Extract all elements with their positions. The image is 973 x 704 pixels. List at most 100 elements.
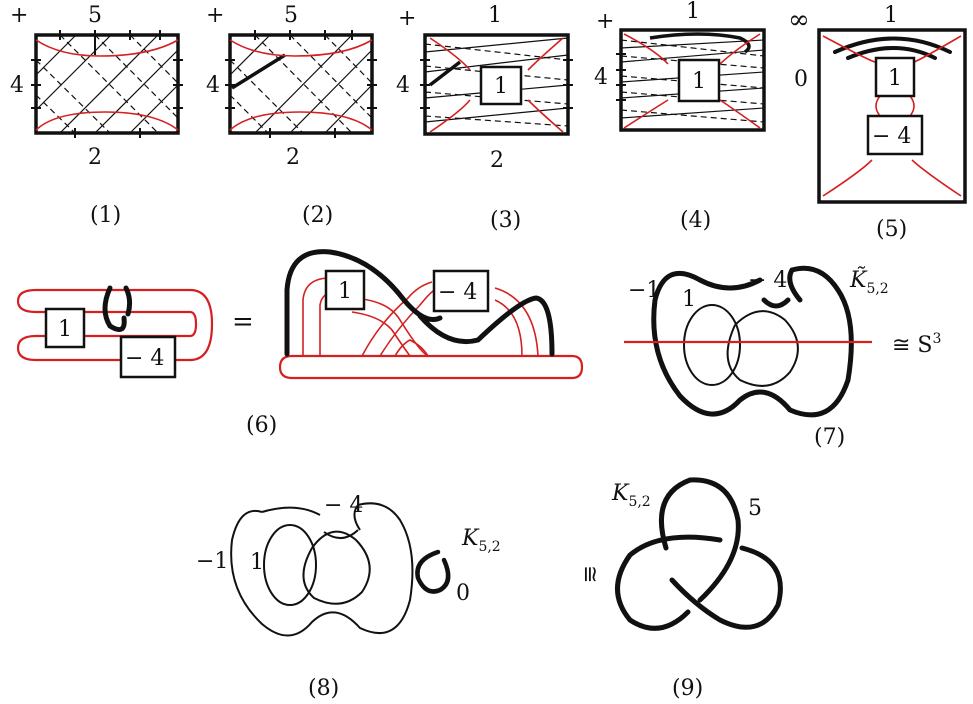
caption: (8) bbox=[308, 676, 339, 701]
caption: (5) bbox=[876, 217, 907, 242]
twist-box-a-label: 1 bbox=[58, 317, 72, 342]
bottom-label: 2 bbox=[88, 145, 102, 170]
left-label: 4 bbox=[206, 73, 220, 98]
panel-5: ∞ 1 0 1 − 4 (5) bbox=[788, 3, 967, 242]
unknot-1 bbox=[263, 524, 317, 606]
panel-8: −1 1 − 4 K5,2 0 (8) bbox=[196, 493, 501, 701]
twist-box-c bbox=[324, 269, 366, 311]
knot-letter: K bbox=[461, 526, 480, 551]
thick-strand-2 bbox=[417, 295, 555, 357]
knot-label: K5,2 bbox=[461, 526, 501, 555]
caption: (7) bbox=[814, 425, 845, 450]
bottom-label: 2 bbox=[286, 145, 300, 170]
red-curve-tr bbox=[527, 37, 564, 71]
knot-label: K̃5,2 bbox=[849, 267, 889, 297]
top-label: 1 bbox=[686, 0, 700, 24]
knot-label: K5,2 bbox=[611, 481, 651, 510]
red-arc-4 bbox=[494, 287, 539, 357]
thick-knot-top bbox=[697, 277, 763, 291]
left-diagram: 1 − 4 bbox=[16, 285, 214, 379]
caption: (3) bbox=[490, 208, 521, 233]
top-label: 5 bbox=[88, 3, 102, 28]
twist-box-d bbox=[432, 269, 490, 313]
caption: (6) bbox=[246, 413, 277, 438]
red-cross-3 bbox=[379, 287, 439, 357]
top-label: 5 bbox=[284, 3, 298, 28]
thick-arc bbox=[428, 60, 462, 87]
top-label: 1 bbox=[488, 3, 502, 28]
red-base-band bbox=[278, 354, 584, 380]
red-curve-bl bbox=[822, 159, 873, 197]
twist-box-d-label: − 4 bbox=[438, 280, 477, 305]
left-label: 4 bbox=[594, 65, 608, 90]
left-label: 4 bbox=[10, 73, 24, 98]
top-label: 1 bbox=[884, 3, 898, 28]
red-curve-br bbox=[719, 99, 761, 129]
twist-box-bottom-label: − 4 bbox=[872, 124, 911, 149]
sign-label: ∞ bbox=[788, 5, 810, 35]
twist-box-a bbox=[44, 307, 86, 349]
framing-label-b: 1 bbox=[250, 550, 264, 575]
panel-3: + 1 4 2 1 (3) bbox=[396, 3, 573, 233]
red-curve-tl bbox=[822, 35, 876, 63]
red-curve-tr bbox=[719, 33, 761, 65]
unknot-2 bbox=[302, 530, 371, 605]
twist-box-bottom bbox=[866, 114, 924, 156]
knot-outer bbox=[230, 502, 414, 637]
knot-letter: K̃ bbox=[849, 267, 868, 293]
framing-label-a: −1 bbox=[196, 549, 228, 574]
unknot-2 bbox=[726, 310, 799, 387]
twist-box-c-label: 1 bbox=[338, 279, 352, 304]
bottom-label: 2 bbox=[490, 148, 504, 173]
panel-9: ≅ K5,2 5 (9) bbox=[577, 477, 783, 701]
thick-strand bbox=[102, 285, 127, 333]
panel-6: 1 − 4 = 1 − 4 (6) bbox=[16, 249, 584, 438]
boundary-ticks bbox=[420, 59, 573, 109]
iso-superscript: 3 bbox=[933, 331, 942, 347]
panel-4: + 1 4 1 (4) bbox=[594, 0, 766, 233]
caption: (9) bbox=[672, 676, 703, 701]
thick-knot bbox=[651, 265, 854, 418]
red-curve-bl bbox=[623, 99, 669, 129]
red-cross-1 bbox=[351, 297, 429, 357]
caption: (4) bbox=[680, 208, 711, 233]
thick-arc bbox=[649, 32, 751, 54]
sign-label: + bbox=[206, 3, 224, 28]
panel-2: + 5 4 2 (2) bbox=[206, 3, 377, 228]
thick-knot-dip bbox=[761, 297, 791, 309]
red-cross-2 bbox=[351, 311, 411, 357]
red-curve-bottom bbox=[35, 111, 179, 131]
red-cross-4 bbox=[361, 281, 433, 357]
thick-strand-2 bbox=[123, 285, 133, 317]
unknot-1 bbox=[683, 304, 741, 386]
boundary-ticks bbox=[225, 30, 377, 138]
thick-arc bbox=[231, 53, 286, 90]
twist-box-top bbox=[874, 56, 916, 98]
caption: (2) bbox=[302, 203, 333, 228]
red-curve-tl bbox=[429, 37, 471, 71]
hatch-lines bbox=[35, 34, 179, 134]
sign-label: + bbox=[10, 3, 28, 28]
twist-box-b bbox=[119, 335, 177, 379]
iso-symbol: ≅ bbox=[577, 565, 602, 583]
panel-7: −1 1 − 4 K̃5,2 ≅ S3 (7) bbox=[624, 265, 941, 450]
red-curve-bl bbox=[429, 99, 471, 133]
framing-label-five: 5 bbox=[748, 496, 762, 521]
caption: (1) bbox=[90, 203, 121, 228]
red-curve-br bbox=[527, 99, 564, 133]
red-curve-br bbox=[911, 159, 962, 197]
sign-label: + bbox=[398, 6, 416, 31]
iso-label: ≅ S3 bbox=[892, 331, 941, 358]
panel-1: + 5 4 2 (1) bbox=[10, 3, 183, 228]
knot-top bbox=[261, 506, 321, 516]
right-diagram: 1 − 4 bbox=[278, 249, 584, 380]
red-curve-tl bbox=[623, 33, 669, 65]
trefoil-knot bbox=[615, 477, 783, 631]
framing-label-b: 1 bbox=[682, 287, 696, 312]
red-loop bbox=[394, 339, 429, 357]
trefoil-arc-3 bbox=[669, 545, 783, 630]
iso-text: ≅ S bbox=[892, 333, 933, 358]
left-label: 0 bbox=[794, 67, 808, 92]
twist-box-b-label: − 4 bbox=[125, 346, 164, 371]
